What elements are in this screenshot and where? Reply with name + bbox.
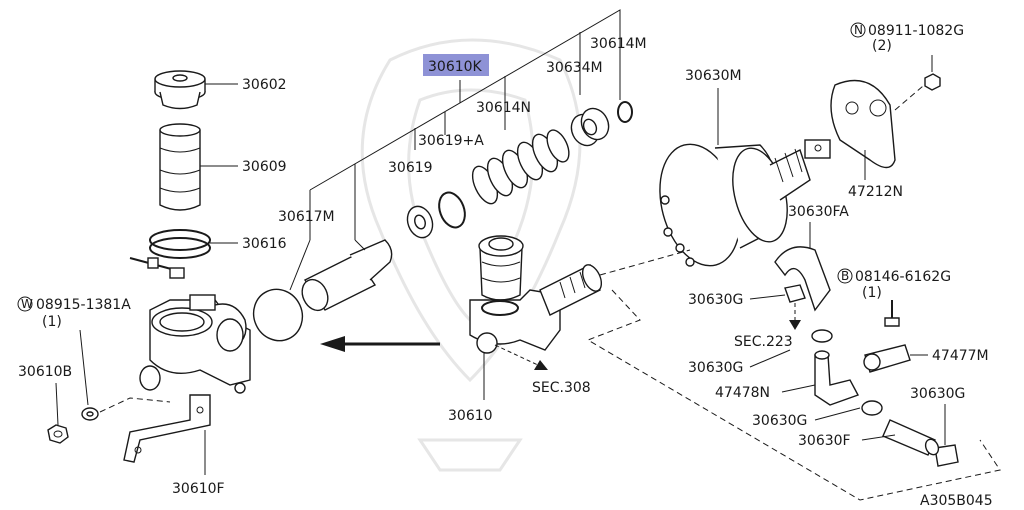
hose-30630F[interactable] bbox=[882, 419, 941, 457]
watermark-crest bbox=[360, 38, 582, 472]
washer-30619[interactable] bbox=[403, 203, 436, 241]
label-washer-code: 08915-1381A bbox=[36, 297, 131, 313]
label-30619: 30619 bbox=[388, 160, 433, 176]
clip-30630G-d[interactable] bbox=[934, 444, 959, 467]
label-30610: 30610 bbox=[448, 408, 493, 424]
master-cylinder-30610[interactable] bbox=[469, 235, 605, 354]
reservoir-tank-30609[interactable] bbox=[159, 123, 201, 211]
reservoir-cap-30602[interactable] bbox=[154, 70, 206, 110]
bolt-08146[interactable] bbox=[884, 300, 900, 327]
label-30610B: 30610B bbox=[18, 364, 72, 380]
label-30630M: 30630M bbox=[685, 68, 742, 84]
nut-30610B[interactable] bbox=[47, 424, 69, 444]
gasket-47212N[interactable] bbox=[830, 79, 896, 169]
label-washer-qty: (1) bbox=[42, 314, 62, 330]
label-47477M: 47477M bbox=[932, 348, 989, 364]
washer-part[interactable] bbox=[81, 407, 99, 421]
label-30630F: 30630F bbox=[798, 433, 851, 449]
label-30614N: 30614N bbox=[476, 100, 531, 116]
label-bolt-qty: (1) bbox=[862, 285, 882, 301]
seal-disc[interactable] bbox=[245, 281, 310, 348]
label-30630G-b: 30630G bbox=[688, 360, 743, 376]
label-47212N: 47212N bbox=[848, 184, 903, 200]
label-30617M: 30617M bbox=[278, 209, 335, 225]
circle-n-label: N bbox=[854, 23, 863, 37]
clip-30630G-a[interactable] bbox=[784, 284, 806, 303]
nut-08911[interactable] bbox=[924, 73, 941, 91]
sec308-arrow bbox=[494, 344, 548, 370]
vacuum-hose-30630FA[interactable] bbox=[774, 246, 831, 312]
kit-highlight[interactable] bbox=[423, 54, 489, 76]
label-30610K[interactable]: 30610K bbox=[428, 59, 483, 75]
washer-callout: W 08915-1381A (1) bbox=[17, 296, 131, 330]
direction-arrow bbox=[320, 336, 440, 352]
snap-ring-30619A[interactable] bbox=[435, 189, 470, 231]
clip-30630G-c[interactable] bbox=[861, 400, 883, 416]
label-30634M: 30634M bbox=[546, 60, 603, 76]
piston-30617M[interactable] bbox=[297, 239, 393, 315]
circle-w-label: W bbox=[21, 297, 33, 311]
master-cylinder-body-left[interactable] bbox=[139, 294, 251, 394]
circle-b-label: B bbox=[841, 269, 849, 283]
label-30619A: 30619+A bbox=[418, 133, 484, 149]
label-30616: 30616 bbox=[242, 236, 287, 252]
sec223-arrow bbox=[789, 303, 801, 330]
label-30614M: 30614M bbox=[590, 36, 647, 52]
bracket-30610F[interactable] bbox=[123, 394, 211, 463]
label-47478N: 47478N bbox=[715, 385, 770, 401]
label-nut-qty: (2) bbox=[872, 38, 892, 54]
label-sec308[interactable]: SEC.308 bbox=[532, 380, 591, 396]
boot-30634M[interactable] bbox=[566, 104, 613, 150]
hose-clamp-30616[interactable] bbox=[129, 229, 211, 279]
label-30610F: 30610F bbox=[172, 481, 225, 497]
bolt-callout: B 08146-6162G (1) bbox=[837, 268, 951, 301]
bracket-47477M[interactable] bbox=[863, 344, 911, 373]
nut-callout: N 08911-1082G (2) bbox=[850, 22, 964, 54]
label-30630G-c: 30630G bbox=[752, 413, 807, 429]
label-30630G-a: 30630G bbox=[688, 292, 743, 308]
check-valve-47478N[interactable] bbox=[814, 350, 859, 406]
label-nut-code: 08911-1082G bbox=[868, 23, 964, 39]
label-bolt-code: 08146-6162G bbox=[855, 269, 951, 285]
label-30602: 30602 bbox=[242, 77, 287, 93]
clip-30614M[interactable] bbox=[617, 101, 633, 123]
spring-30614N[interactable] bbox=[467, 127, 573, 208]
diagram-code: A305B045 bbox=[920, 493, 993, 509]
label-30630G-d: 30630G bbox=[910, 386, 965, 402]
label-sec223[interactable]: SEC.223 bbox=[734, 334, 793, 350]
label-30630FA: 30630FA bbox=[788, 204, 849, 220]
clip-30630G-b[interactable] bbox=[811, 329, 833, 343]
label-30609: 30609 bbox=[242, 159, 287, 175]
brake-booster-30630M[interactable] bbox=[647, 135, 831, 274]
